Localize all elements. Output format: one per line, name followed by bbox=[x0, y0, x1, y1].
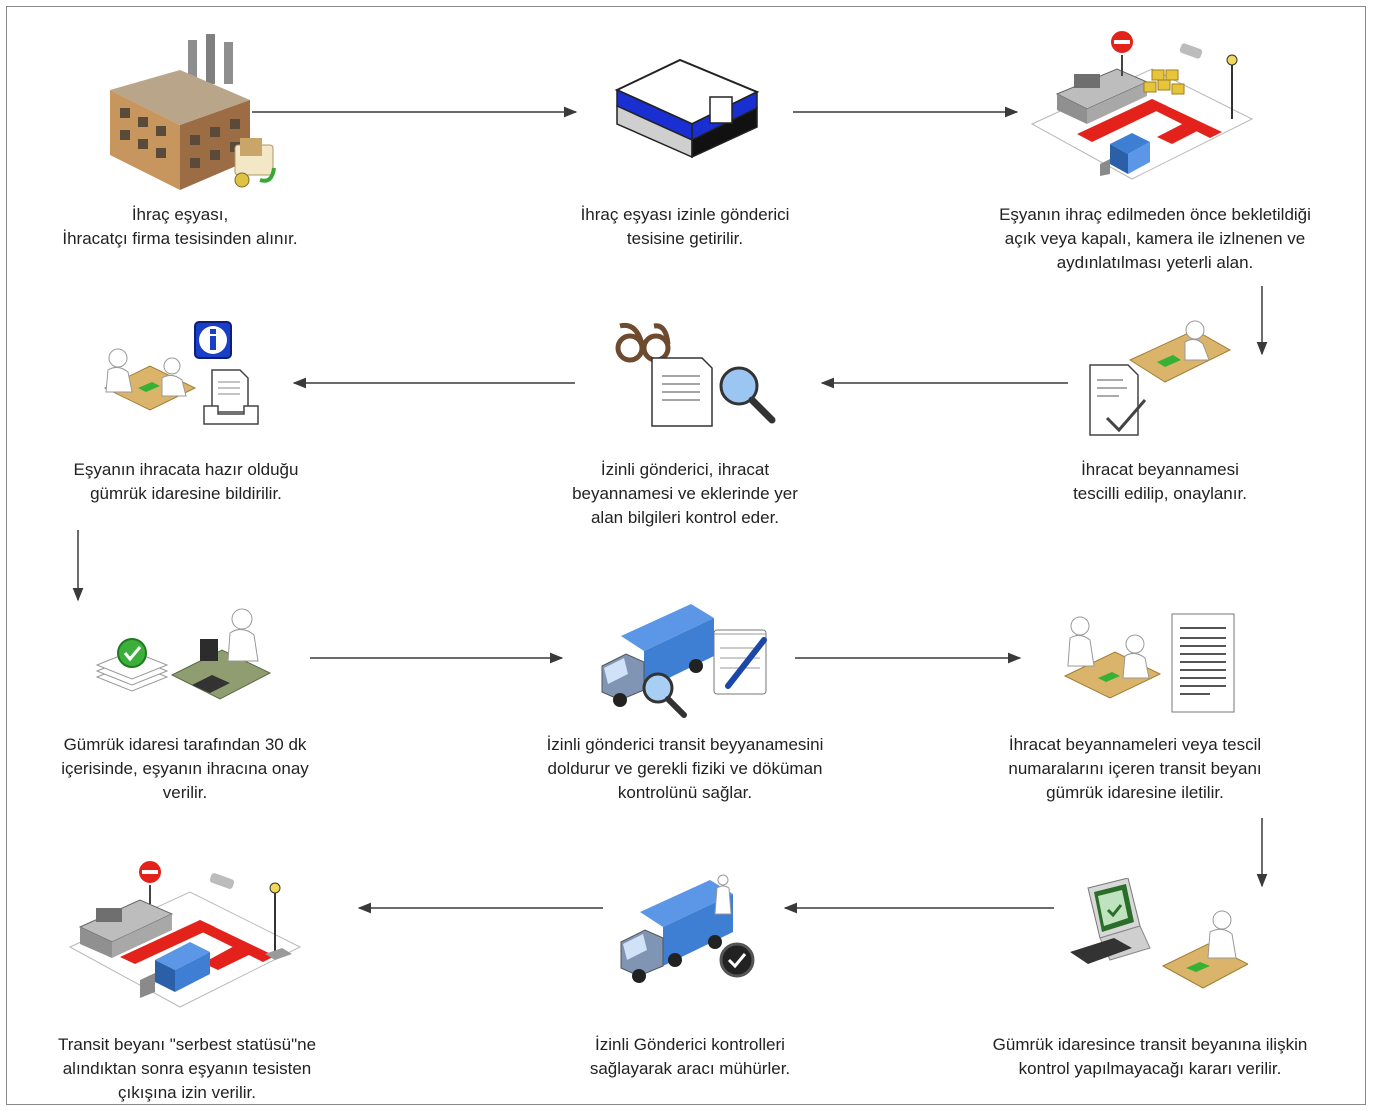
notification-info-icon bbox=[103, 321, 259, 425]
truck-inspection-icon bbox=[601, 604, 767, 718]
step-10-caption: Gümrük idaresince transit beyanına ilişk… bbox=[992, 1035, 1308, 1078]
truck-seal-icon bbox=[620, 874, 755, 983]
factory-icon bbox=[110, 34, 276, 190]
document-approval-icon bbox=[1089, 320, 1232, 436]
warehouse-box-icon bbox=[614, 58, 760, 159]
approval-desk-icon bbox=[95, 608, 272, 700]
document-inspection-icon bbox=[615, 322, 776, 427]
step-3-caption: Eşyanın ihraç edilmeden önce bekletildiğ… bbox=[999, 205, 1311, 272]
diagram-frame bbox=[6, 6, 1366, 1105]
declaration-meeting-icon bbox=[1063, 613, 1235, 713]
monitored-area-icon bbox=[1030, 29, 1254, 180]
computer-decision-icon bbox=[1070, 878, 1248, 989]
facility-exit-icon bbox=[68, 859, 302, 1008]
step-1-caption: İhraç eşyası,İhracatçı firma tesisinden … bbox=[62, 205, 298, 248]
